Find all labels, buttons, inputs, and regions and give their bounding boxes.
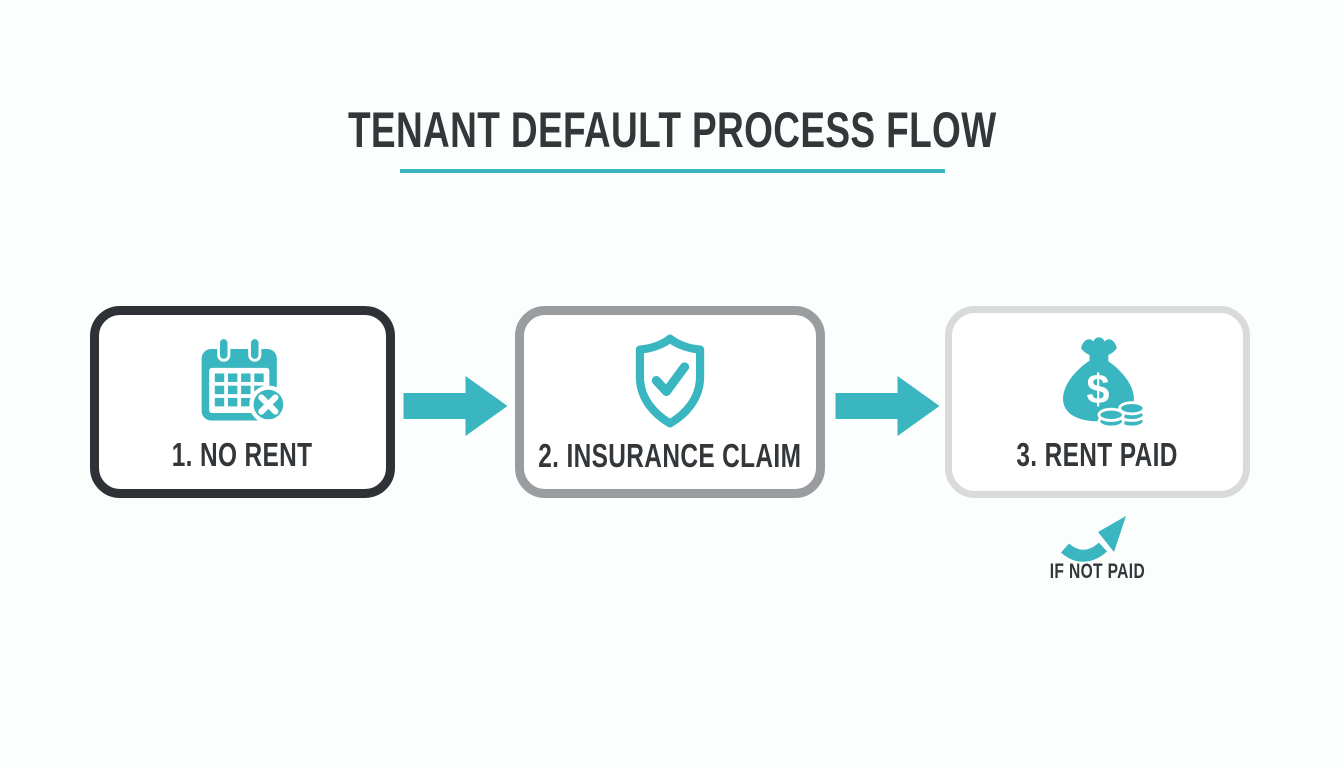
step-label-text: 2. INSURANCE CLAIM: [538, 436, 802, 474]
right-arrow-icon: [835, 376, 940, 436]
calendar-x-icon: [201, 335, 287, 424]
svg-text:$: $: [1086, 366, 1109, 412]
right-arrow-icon: [403, 376, 508, 436]
step-box-no-rent: 1. NO RENT: [90, 306, 395, 498]
title-underline-decoration: [399, 168, 945, 173]
loop-note-text: IF NOT PAID: [1049, 560, 1145, 583]
step-box-rent-paid: $ 3. RENT PAID: [945, 306, 1250, 498]
step-label: 3. RENT PAID: [988, 438, 1206, 471]
step-label-text: 1. NO RENT: [172, 435, 313, 473]
header: TENANT DEFAULT PROCESS FLOW: [0, 104, 1344, 173]
step-box-insurance-claim: 2. INSURANCE CLAIM: [515, 306, 825, 498]
page-title-text: TENANT DEFAULT PROCESS FLOW: [347, 102, 997, 158]
shield-check-icon: [635, 334, 705, 427]
step-label: 2. INSURANCE CLAIM: [492, 439, 848, 472]
money-bag-icon: $: [1062, 336, 1145, 428]
loop-note: IF NOT PAID: [1022, 560, 1172, 584]
page-title: TENANT DEFAULT PROCESS FLOW: [0, 104, 1344, 157]
step-label-text: 3. RENT PAID: [1016, 435, 1179, 473]
curved-up-arrow-icon: [1060, 516, 1126, 562]
step-label: 1. NO RENT: [147, 438, 337, 471]
